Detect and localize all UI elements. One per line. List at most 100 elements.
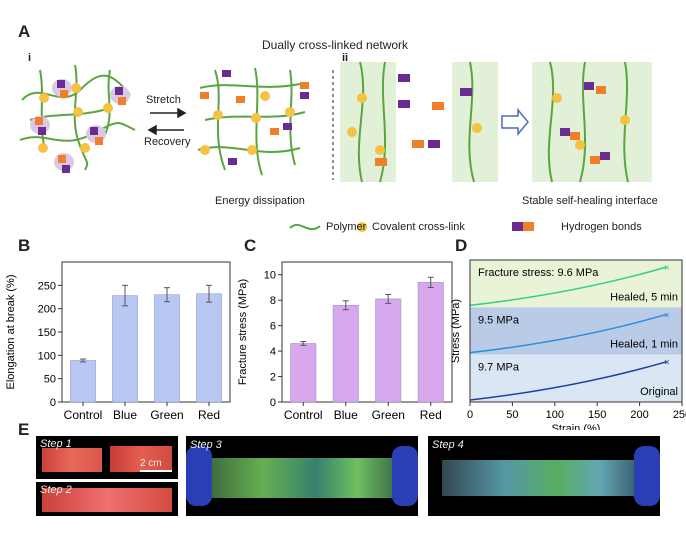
y-tick-label: 150	[38, 327, 56, 339]
bar	[375, 298, 402, 403]
hbond-pairs-relaxed	[30, 79, 130, 173]
panel-letter-b: B	[18, 236, 31, 255]
series-band	[470, 354, 682, 402]
y-tick-label: 250	[38, 280, 56, 292]
panel-letter-a: A	[18, 22, 31, 41]
crosslinks-relaxed	[38, 83, 113, 153]
y-tick-label: 4	[270, 346, 276, 358]
crosslink-legend-icon	[357, 222, 367, 232]
x-tick-label: Red	[198, 408, 220, 422]
bar	[196, 293, 222, 403]
panel-a-sub-i: i	[28, 52, 32, 64]
stretch-label: Stretch	[146, 94, 181, 106]
y-tick-label: 50	[44, 374, 56, 386]
gel-piece-left	[340, 62, 396, 182]
x-tick-label: 200	[630, 409, 648, 421]
y-tick-label: 200	[38, 304, 56, 316]
energy-dissipation-label: Energy dissipation	[215, 195, 305, 207]
y-tick-label: 0	[50, 397, 56, 409]
plot-frame	[281, 261, 453, 403]
panel-a-title: Dually cross-linked network	[262, 38, 409, 52]
hbond-ii	[375, 74, 610, 166]
y-tick-label: 8	[270, 295, 276, 307]
x-tick-label: 50	[506, 409, 518, 421]
series-name-label: Original	[640, 386, 678, 398]
fracture-marker: ×	[664, 263, 670, 274]
hbond-free-stretched	[200, 70, 309, 165]
crosslinks-stretched	[200, 91, 295, 155]
x-tick-label: Blue	[113, 408, 137, 422]
y-axis-label: Elongation at break (%)	[5, 275, 17, 390]
x-tick-label: Blue	[334, 408, 358, 422]
network-schematic	[19, 61, 652, 232]
panel-letter-e: E	[18, 420, 30, 439]
recovery-label: Recovery	[144, 136, 191, 148]
bar	[112, 295, 138, 403]
step-3-label: Step 3	[190, 439, 222, 451]
y-tick-label: 100	[38, 350, 56, 362]
crosslinks-ii	[347, 93, 630, 155]
fracture-marker: ×	[664, 310, 670, 321]
y-axis-label: Stress (MPa)	[450, 299, 462, 363]
hbond-orange-icon	[523, 222, 534, 231]
series-name-label: Healed, 5 min	[610, 291, 678, 303]
legend-crosslink: Covalent cross-link	[372, 221, 465, 233]
polymer-ii	[357, 61, 629, 183]
bar	[154, 294, 180, 403]
stretch-recovery-arrows	[147, 107, 187, 136]
series-line	[469, 360, 667, 401]
x-tick-label: Green	[150, 408, 183, 422]
bar	[290, 343, 317, 403]
series-band	[470, 260, 682, 308]
photo-step-4: Step 4	[428, 436, 660, 516]
y-tick-label: 0	[270, 397, 276, 409]
step-2-label: Step 2	[40, 484, 72, 496]
legend-polymer: Polymer	[326, 221, 367, 233]
step-4-label: Step 4	[432, 439, 464, 451]
panel-letter-c: C	[244, 236, 257, 255]
x-tick-label: 0	[467, 409, 473, 421]
bar	[332, 305, 359, 403]
x-tick-label: 250	[673, 409, 686, 421]
y-tick-label: 2	[270, 372, 276, 384]
photo-step-1: Step 1 2 cm	[36, 436, 178, 479]
polymer-legend-icon	[289, 223, 321, 231]
scale-label: 2 cm	[140, 458, 162, 469]
x-tick-label: Green	[372, 408, 405, 422]
x-tick-label: 100	[546, 409, 564, 421]
panel-letter-d: D	[455, 236, 468, 255]
legend-hbond: Hydrogen bonds	[561, 221, 642, 233]
polymer-network-stretched	[197, 67, 306, 176]
x-axis-label: Strain (%)	[552, 423, 601, 430]
scale-bar	[140, 470, 172, 472]
x-tick-label: 150	[588, 409, 606, 421]
heal-arrow-icon	[501, 107, 529, 137]
fracture-stress-label: Fracture stress: 9.6 MPa	[478, 267, 599, 279]
photo-step-2: Step 2	[36, 482, 178, 516]
stable-interface-label: Stable self-healing interface	[522, 195, 658, 207]
fracture-stress-label: 9.5 MPa	[478, 314, 520, 326]
fracture-marker: ×	[664, 358, 670, 369]
y-tick-label: 10	[264, 270, 276, 282]
step-1-label: Step 1	[40, 438, 72, 450]
series-line	[469, 313, 667, 354]
x-tick-label: Control	[284, 408, 323, 422]
x-tick-label: Control	[64, 408, 103, 422]
fracture-stress-label: 9.7 MPa	[478, 362, 520, 374]
bar	[417, 282, 444, 403]
panel-a-sub-ii: ii	[342, 52, 349, 64]
hbond-purple-icon	[512, 222, 523, 231]
series-line	[469, 266, 667, 307]
series-name-label: Healed, 1 min	[610, 339, 678, 351]
x-tick-label: Red	[420, 408, 442, 422]
series-band	[470, 307, 682, 355]
plot-frame	[469, 259, 683, 403]
y-axis-label: Fracture stress (MPa)	[237, 279, 249, 385]
y-tick-label: 6	[270, 321, 276, 333]
bar	[70, 360, 96, 403]
gel-piece-right	[452, 62, 498, 182]
photo-step-3: Step 3	[186, 436, 418, 516]
